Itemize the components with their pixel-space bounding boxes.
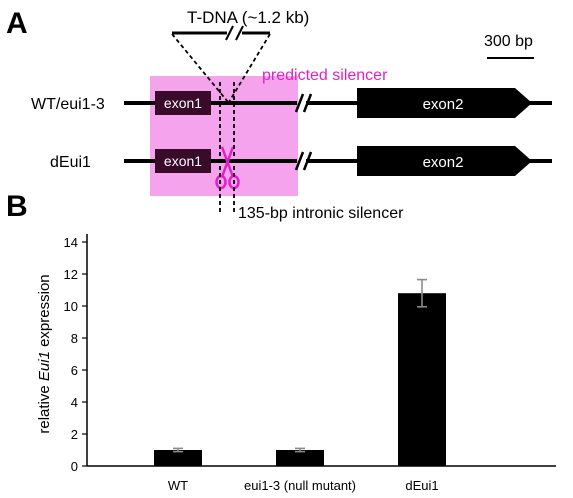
- break-mark-1: [294, 151, 305, 171]
- panel-b-label: B: [6, 190, 28, 223]
- y-tick-label: 6: [71, 363, 78, 378]
- scissors-icon: [215, 146, 240, 190]
- scale-label: 300 bp: [484, 33, 533, 50]
- exon2-box: [357, 88, 532, 118]
- intronic-silencer-label: 135-bp intronic silencer: [238, 205, 404, 222]
- y-axis-label-post: expression: [36, 274, 53, 351]
- gene-row-wt: WT/eui1-3 exon1 exon2: [31, 88, 552, 118]
- bar: [276, 450, 324, 466]
- y-tick-label: 14: [64, 235, 78, 250]
- tdna-dashed-right: [228, 33, 271, 103]
- x-category-label: eui1-3 (null mutant): [244, 478, 356, 493]
- y-axis-label-pre: relative: [36, 381, 53, 434]
- bar: [154, 450, 202, 466]
- gene-row-deui1: dEui1 exon1 exon2: [50, 146, 552, 190]
- y-tick-label: 12: [64, 267, 78, 282]
- break-mark-1: [294, 93, 305, 113]
- x-category-label: WT: [168, 478, 188, 493]
- error-bar: [173, 447, 183, 453]
- tdna-dashed-left: [171, 33, 229, 103]
- tdna-break-2: [235, 25, 244, 41]
- exon2-label: exon2: [423, 96, 464, 113]
- bar: [398, 293, 446, 466]
- y-tick-label: 8: [71, 331, 78, 346]
- y-tick-label: 2: [71, 427, 78, 442]
- row-label-wt: WT/eui1-3: [31, 96, 105, 113]
- panel-a-label: A: [6, 7, 28, 40]
- exon1-label: exon1: [164, 153, 202, 169]
- exon1-label: exon1: [164, 95, 202, 111]
- y-axis-label: relative Eui1 expression: [36, 274, 53, 433]
- error-bar: [417, 278, 427, 308]
- predicted-silencer-label: predicted silencer: [262, 67, 388, 84]
- break-mark-2: [302, 93, 313, 113]
- row-label-deui1: dEui1: [50, 154, 91, 171]
- error-bar: [295, 447, 305, 453]
- tdna-label: T-DNA (~1.2 kb): [187, 8, 309, 27]
- y-tick-label: 4: [71, 395, 78, 410]
- exon1-box: [155, 91, 211, 115]
- exon1-box: [155, 149, 211, 173]
- tdna-break-1: [225, 25, 234, 41]
- y-axis-label-gene: Eui1: [36, 351, 53, 381]
- y-tick-label: 10: [64, 299, 78, 314]
- x-category-label: dEui1: [405, 478, 438, 493]
- exon2-label: exon2: [423, 154, 464, 171]
- break-mark-2: [302, 151, 313, 171]
- y-tick-label: 0: [71, 459, 78, 474]
- exon2-box: [357, 146, 532, 176]
